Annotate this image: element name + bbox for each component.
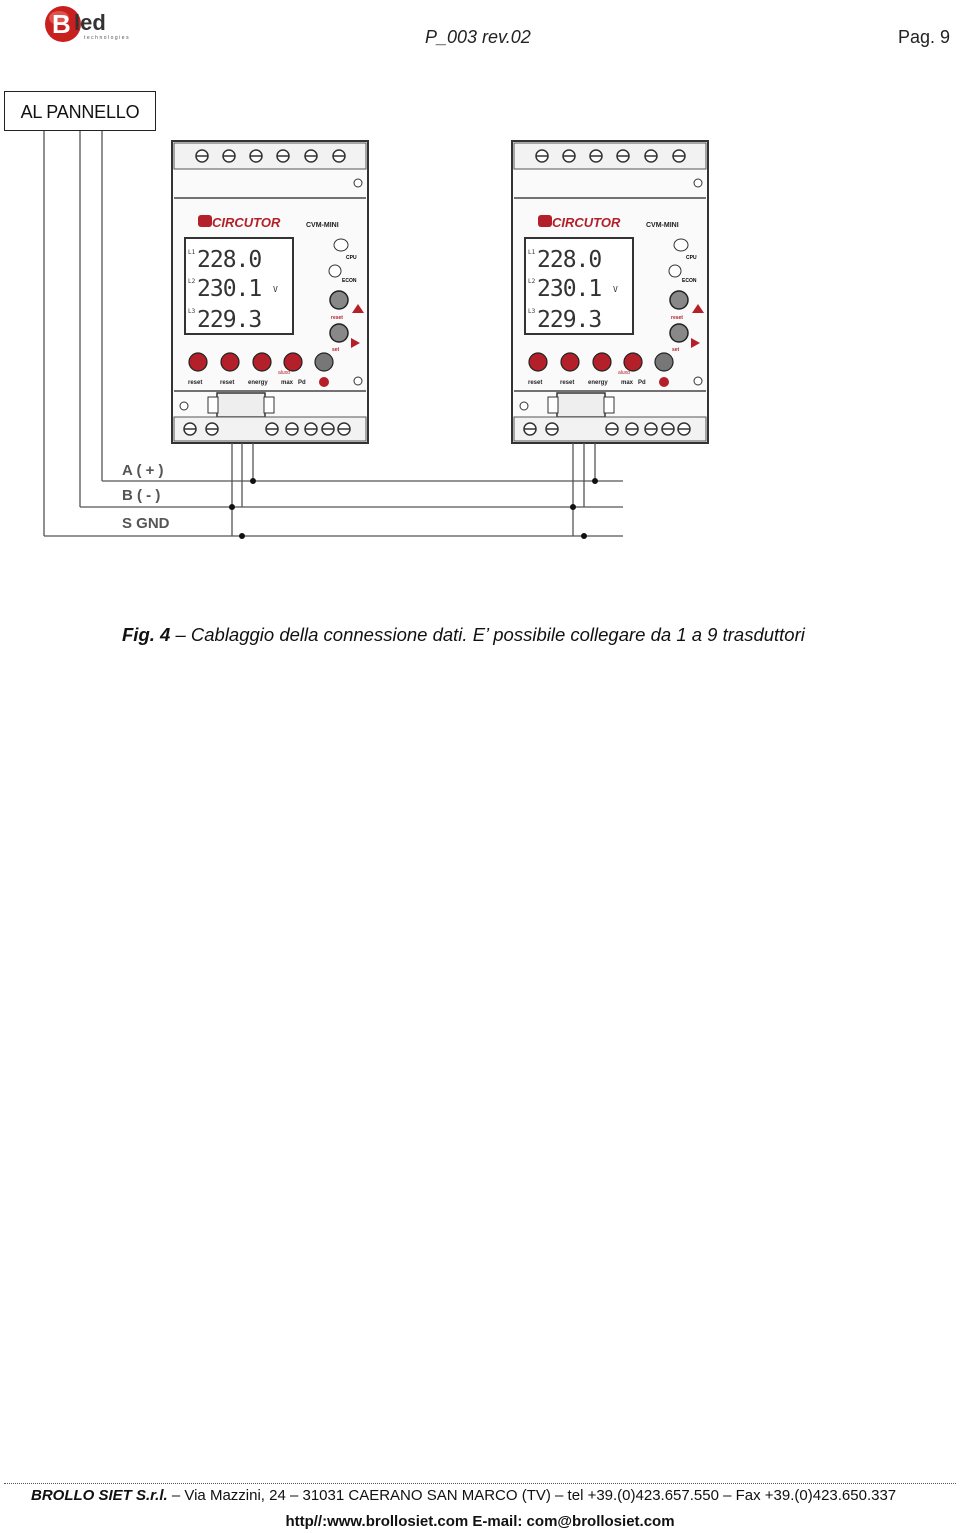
bottom-button-label: energy <box>248 380 268 386</box>
footer-divider <box>4 1483 956 1484</box>
device-1: CIRCUTOR CVM-MINI L1 228.0 L2 230.1 V L3… <box>171 140 369 444</box>
device-model: CVM-MINI <box>306 222 339 229</box>
figure-caption-text: – Cablaggio della connessione dati. E’ p… <box>175 624 805 645</box>
bottom-button-label: energy <box>588 380 608 386</box>
lcd-unit: V <box>273 285 278 294</box>
phase-label: L3 <box>188 308 196 315</box>
svg-text:B: B <box>52 9 71 39</box>
lcd-reading: 230.1 <box>197 276 261 302</box>
lcd-reading: 229.3 <box>537 307 601 333</box>
logo-text: led <box>74 10 106 35</box>
drop-wires <box>231 443 596 536</box>
phase-label: L1 <box>188 249 196 256</box>
side-button-label: set <box>332 347 340 353</box>
phase-label: L2 <box>528 278 536 285</box>
lcd-reading: 229.3 <box>197 307 261 333</box>
bottom-button-label: max <box>281 380 294 386</box>
panel-label: AL PANNELLO <box>4 91 156 131</box>
device-model: CVM-MINI <box>646 222 679 229</box>
footer-web: http//:www.brollosiet.com E-mail: com@br… <box>285 1513 675 1530</box>
bottom-top-label: aluxd <box>278 370 290 376</box>
bled-logo: B led technologies <box>45 6 130 42</box>
bottom-button-label: reset <box>528 380 542 386</box>
logo-subtext: technologies <box>84 35 130 41</box>
side-button-label: ECON <box>682 278 697 284</box>
device-brand: CIRCUTOR <box>552 215 621 230</box>
device-2: CIRCUTOR CVM-MINI L1 228.0 L2 230.1 V L3… <box>511 140 709 444</box>
bottom-button-label: Pd <box>638 380 646 386</box>
lcd-reading: 228.0 <box>197 247 261 273</box>
side-button-label: reset <box>331 315 343 321</box>
company-name: BROLLO SIET S.r.l. <box>31 1487 168 1504</box>
side-button-label: CPU <box>686 255 697 261</box>
side-button-label: CPU <box>346 255 357 261</box>
bottom-top-label: aluxd <box>618 370 630 376</box>
bus-wires <box>43 131 623 537</box>
bus-label-a: A ( + ) <box>122 462 164 479</box>
lcd-unit: V <box>613 285 618 294</box>
footer-address: BROLLO SIET S.r.l. – Via Mazzini, 24 – 3… <box>31 1487 896 1504</box>
bottom-button-label: reset <box>220 380 234 386</box>
page-number: Pag. 9 <box>898 27 951 47</box>
phase-label: L1 <box>528 249 536 256</box>
bottom-button-label: reset <box>560 380 574 386</box>
bottom-button-label: reset <box>188 380 202 386</box>
bus-label-s: S GND <box>122 515 170 532</box>
figure-number: Fig. 4 <box>122 624 171 645</box>
lcd-reading: 230.1 <box>537 276 601 302</box>
side-button-label: set <box>672 347 680 353</box>
phase-label: L3 <box>528 308 536 315</box>
side-button-label: ECON <box>342 278 357 284</box>
document-id: P_003 rev.02 <box>425 27 531 47</box>
figure-caption: Fig. 4 – Cablaggio della connessione dat… <box>122 624 805 646</box>
lcd-reading: 228.0 <box>537 247 601 273</box>
device-brand: CIRCUTOR <box>212 215 281 230</box>
company-address: – Via Mazzini, 24 – 31031 CAERANO SAN MA… <box>171 1487 897 1504</box>
phase-label: L2 <box>188 278 196 285</box>
bus-label-b: B ( - ) <box>122 487 160 504</box>
side-button-label: reset <box>671 315 683 321</box>
bottom-button-label: Pd <box>298 380 306 386</box>
junction-dots <box>229 478 598 539</box>
bottom-button-label: max <box>621 380 634 386</box>
wiring-diagram: A ( + ) B ( - ) S GND <box>43 131 709 539</box>
